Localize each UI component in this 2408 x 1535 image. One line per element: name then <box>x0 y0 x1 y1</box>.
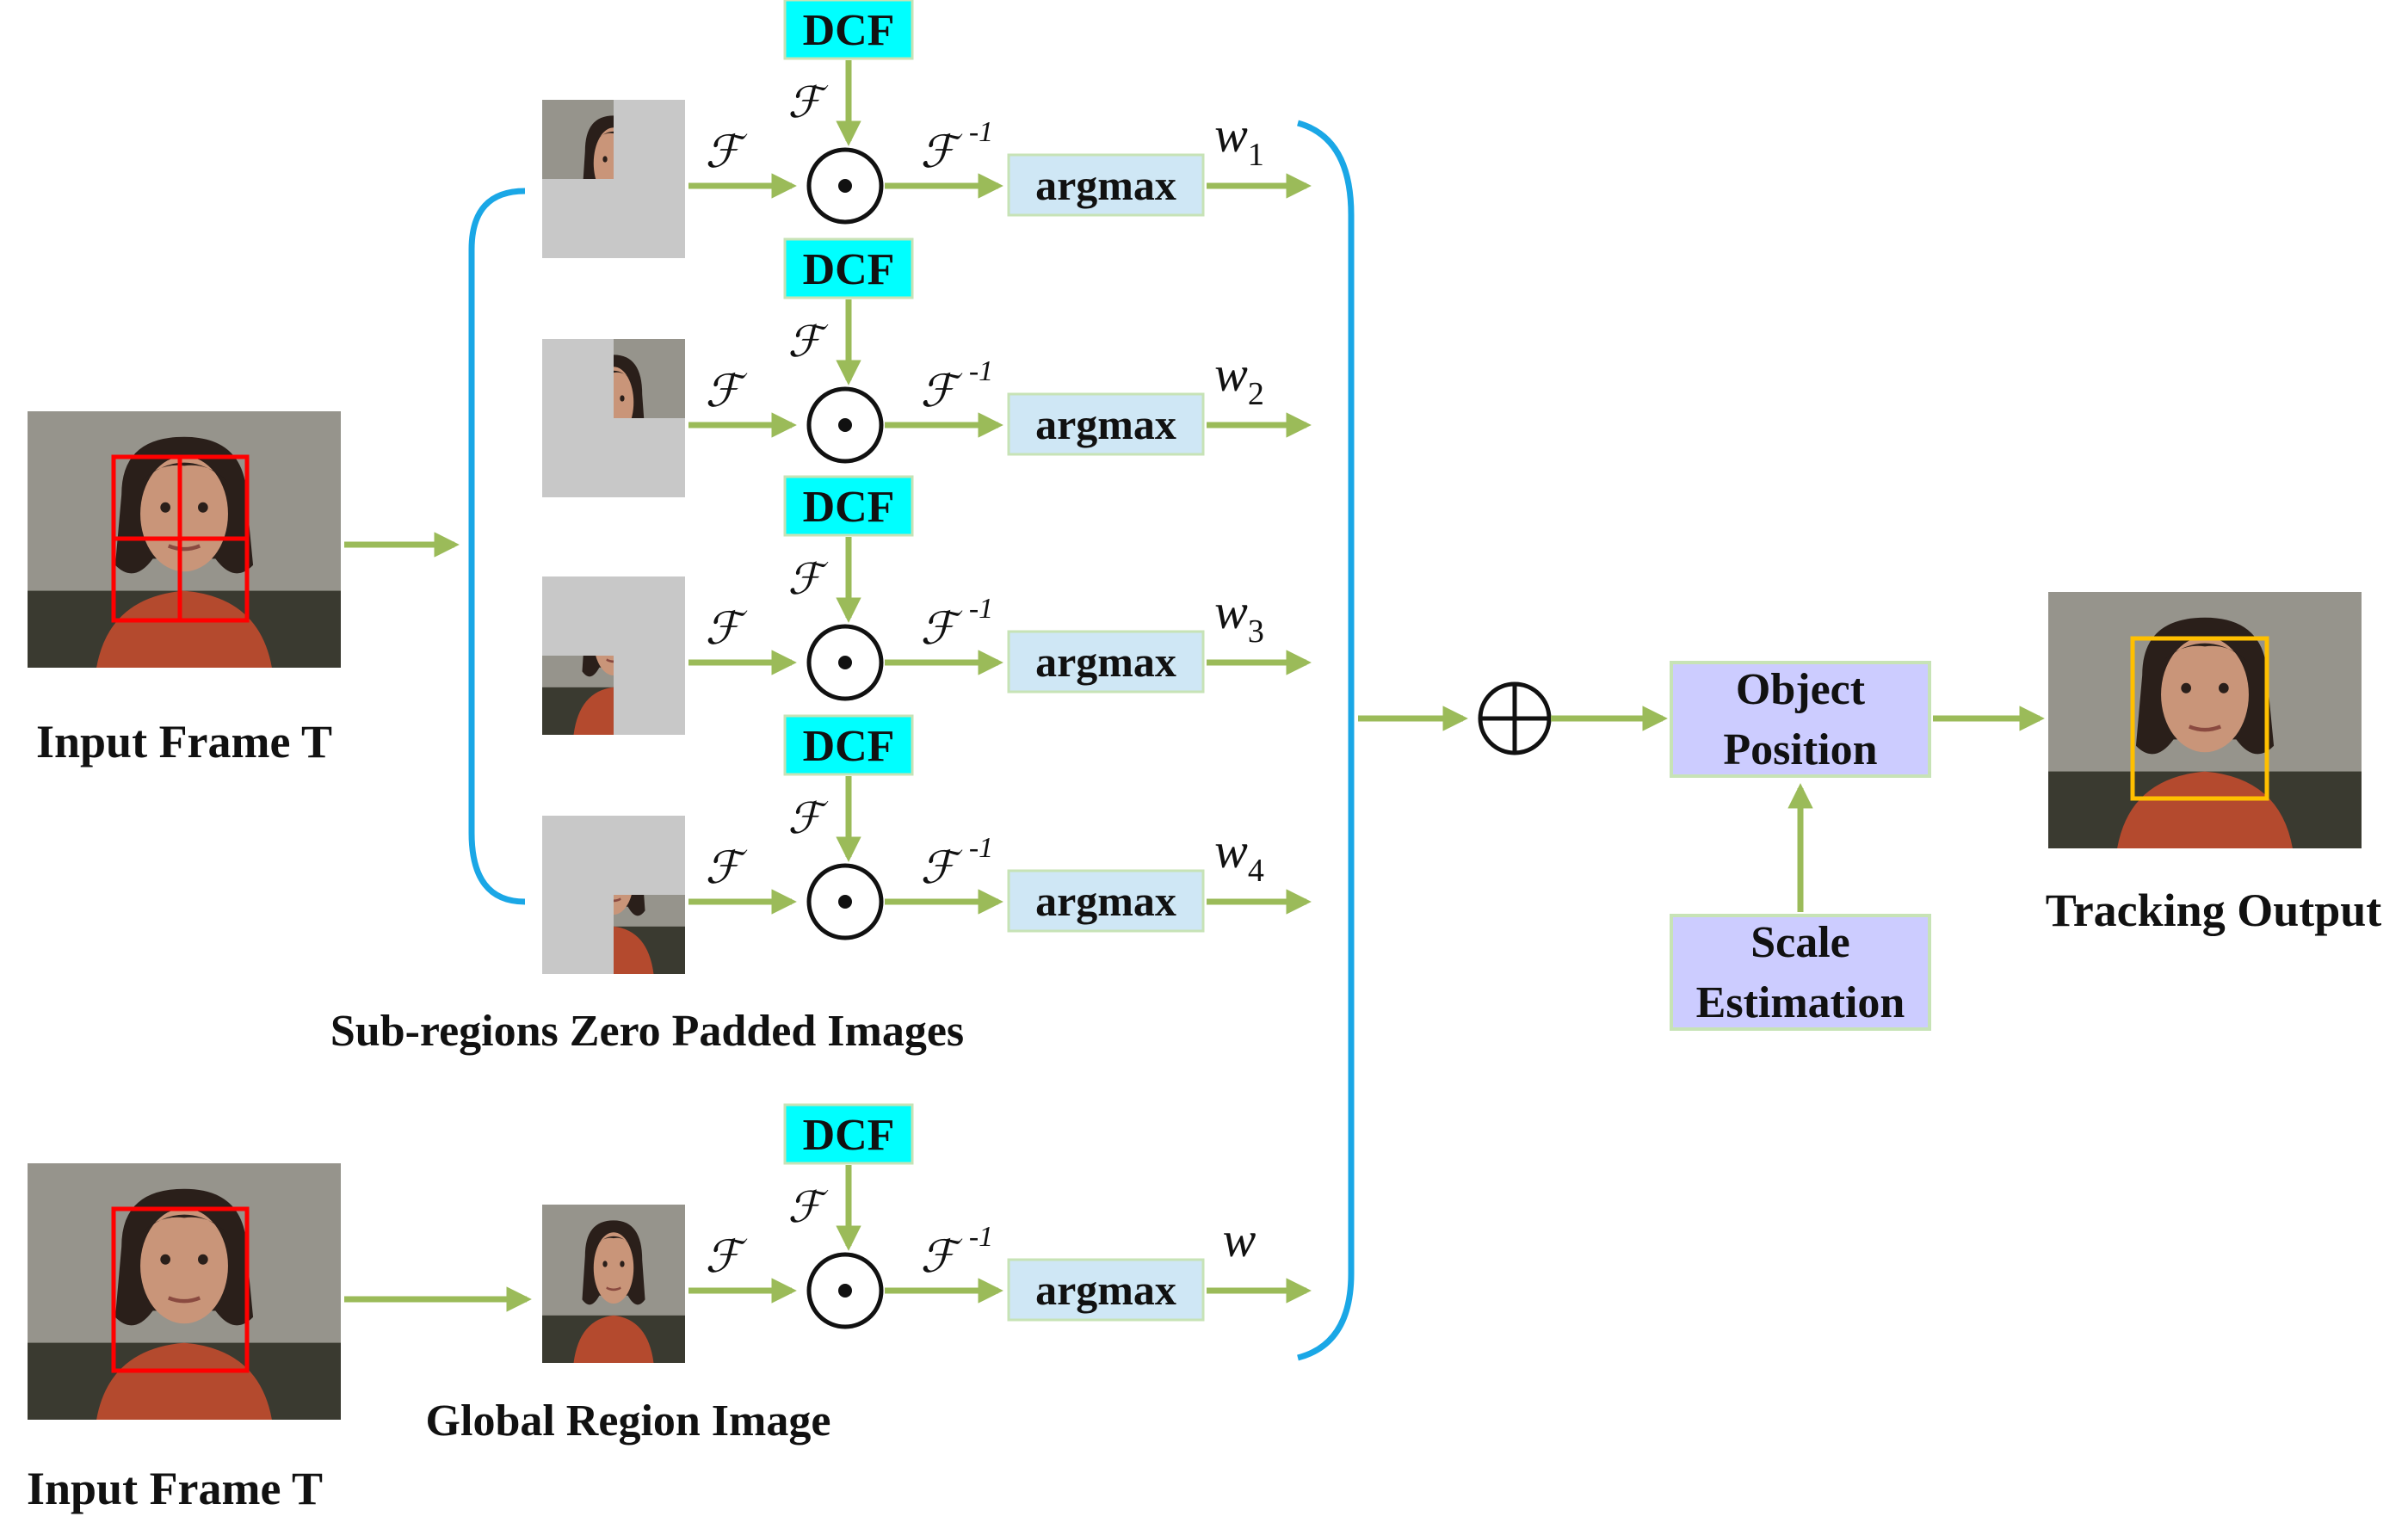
fft-dcf-label: ℱ <box>787 317 829 366</box>
fft-dcf-label: ℱ <box>787 555 829 603</box>
argmax-label: argmax <box>1035 1266 1176 1314</box>
ifft-exponent: -1 <box>969 355 993 387</box>
scale-estimation-line2: Estimation <box>1696 978 1905 1027</box>
object-position-line2: Position <box>1723 725 1877 774</box>
ifft-label: ℱ <box>921 605 963 654</box>
dcf-label: DCF <box>803 1111 895 1160</box>
ifft-exponent: -1 <box>969 832 993 864</box>
subregion-patch-image <box>542 576 685 735</box>
tracking-output-image <box>2048 592 2362 848</box>
subregion-patch-image <box>542 100 685 258</box>
fft-label: ℱ <box>706 844 748 893</box>
object-position-line1: Object <box>1736 665 1866 714</box>
input-frame-top-label: Input Frame T <box>36 716 332 768</box>
fft-label: ℱ <box>706 128 748 177</box>
ifft-exponent: -1 <box>969 116 993 148</box>
argmax-box <box>1007 1258 1205 1322</box>
fft-dcf-label: ℱ <box>787 78 829 126</box>
scale-estimation-line1: Scale <box>1750 918 1850 967</box>
subregions-caption: Sub-regions Zero Padded Images <box>330 1007 964 1056</box>
ifft-label: ℱ <box>921 1233 963 1282</box>
dcf-label: DCF <box>803 483 895 532</box>
ifft-exponent: -1 <box>969 1221 993 1253</box>
dcf-box <box>783 0 914 60</box>
dcf-label: DCF <box>803 6 895 55</box>
weight-label: w4 <box>1214 823 1264 889</box>
subregion-patch-image <box>542 339 685 497</box>
fft-dcf-label: ℱ <box>787 1183 829 1231</box>
tracking-output-label: Tracking Output <box>2046 885 2382 936</box>
argmax-box <box>1007 869 1205 933</box>
input-frame-bottom <box>28 1163 341 1420</box>
ifft-exponent: -1 <box>969 593 993 625</box>
argmax-box <box>1007 153 1205 217</box>
fft-label: ℱ <box>706 605 748 654</box>
argmax-label: argmax <box>1035 877 1176 925</box>
dcf-box <box>783 237 914 299</box>
left-bracket <box>468 188 526 905</box>
argmax-label: argmax <box>1035 638 1176 686</box>
right-bracket <box>1297 120 1355 1361</box>
fft-label: ℱ <box>706 367 748 416</box>
weight-label: w3 <box>1214 583 1264 650</box>
weight-label: w <box>1223 1211 1256 1267</box>
dcf-label: DCF <box>803 722 895 771</box>
weight-label: w2 <box>1214 346 1264 412</box>
weight-label: w1 <box>1214 107 1264 173</box>
dcf-box <box>783 714 914 776</box>
subregion-patch-image <box>542 816 685 974</box>
dcf-box <box>783 1103 914 1165</box>
object-position-box <box>1670 661 1931 778</box>
global-patch-image <box>542 1205 685 1363</box>
fft-dcf-label: ℱ <box>787 794 829 842</box>
argmax-label: argmax <box>1035 161 1176 209</box>
ifft-label: ℱ <box>921 367 963 416</box>
scale-estimation-box <box>1670 914 1931 1031</box>
input-frame-bottom-label: Input Frame T <box>27 1463 323 1514</box>
global-caption: Global Region Image <box>426 1396 831 1446</box>
ifft-label: ℱ <box>921 844 963 893</box>
argmax-box <box>1007 392 1205 456</box>
branch-rows: ℱDCFℱℱ-1argmaxw1ℱDCFℱℱ-1argmaxw2ℱDCFℱℱ-1… <box>542 0 1312 1363</box>
input-frame-top <box>28 411 341 668</box>
ifft-label: ℱ <box>921 128 963 177</box>
dcf-label: DCF <box>803 245 895 294</box>
dcf-box <box>783 475 914 537</box>
output-box <box>2130 636 2269 801</box>
global-region-box <box>111 1206 250 1373</box>
argmax-box <box>1007 630 1205 694</box>
argmax-label: argmax <box>1035 400 1176 448</box>
fft-label: ℱ <box>706 1233 748 1282</box>
